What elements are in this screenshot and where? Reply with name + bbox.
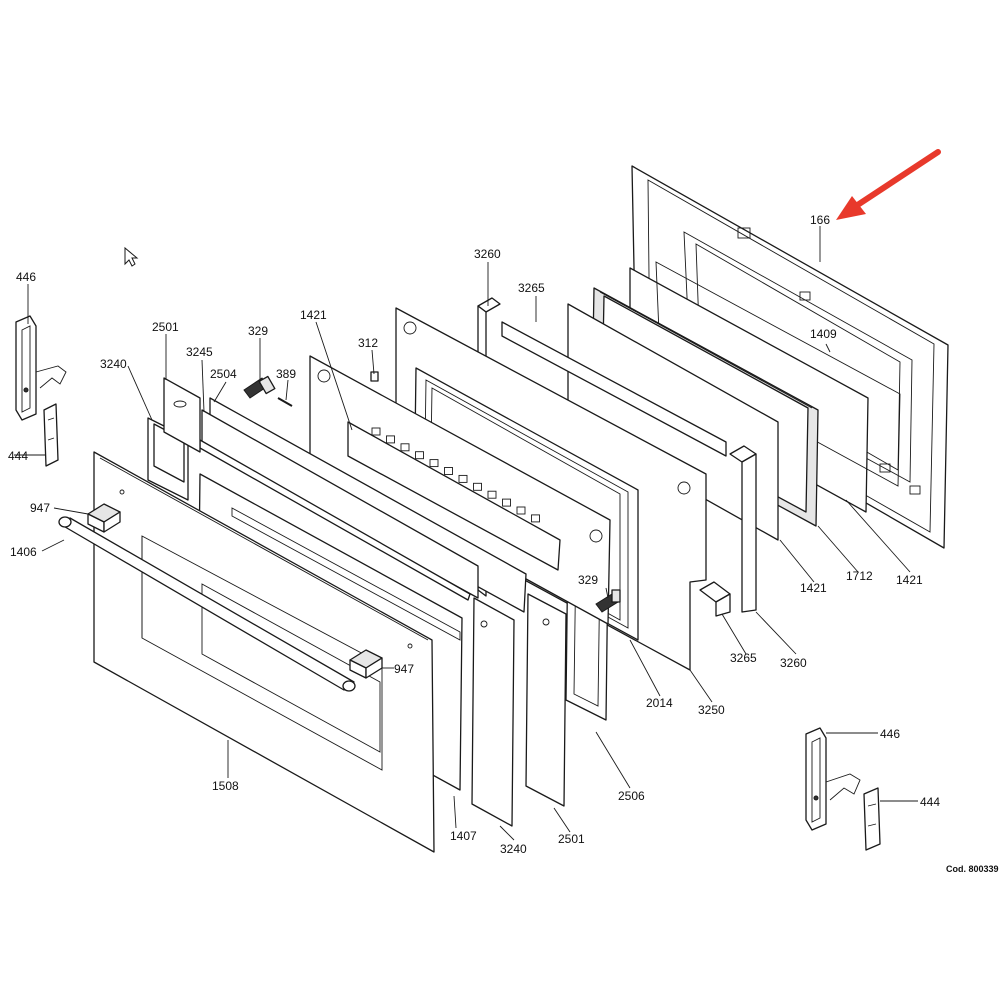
part-444-hinge-bracket-right [863,787,881,851]
leader-lines [14,226,918,841]
label-3260-top: 3260 [474,247,501,261]
label-3260-bottom: 3260 [780,656,807,670]
vent-slot [415,451,424,460]
vent-slot [473,482,482,491]
vent-slot [429,459,439,468]
vent-slot [487,490,497,499]
label-947-right: 947 [394,662,414,676]
label-1508: 1508 [212,779,239,793]
label-444-right: 444 [920,795,940,809]
label-389: 389 [276,367,296,381]
label-1712: 1712 [846,569,873,583]
part-3265-rear-spacer [501,321,731,617]
label-1406: 1406 [10,545,37,559]
part-947-handle-support-right [349,649,383,679]
part-3240-center-spacer [471,597,515,827]
part-labels: 166 446 444 2501 3240 3245 2504 329 389 … [8,213,999,874]
vent-slot [386,435,395,444]
label-446-right: 446 [880,727,900,741]
label-1409: 1409 [810,327,837,341]
part-1508-outer-door [93,451,435,853]
red-pointer-arrow-icon [836,149,941,220]
label-3245: 3245 [186,345,213,359]
vent-slot [531,514,540,523]
label-3240-bottom: 3240 [500,842,527,856]
label-329-left: 329 [248,324,268,338]
part-444-hinge-bracket-left [43,403,59,467]
label-1421-rear: 1421 [896,573,923,587]
label-329-right: 329 [578,573,598,587]
part-1406-door-handle [58,516,356,692]
diagram-code: Cod. 800339 [946,864,999,874]
cursor-arrow-icon [124,246,139,267]
label-444-left: 444 [8,449,28,463]
label-1421-front: 1421 [300,308,327,322]
label-2501-left: 2501 [152,320,179,334]
label-1407: 1407 [450,829,477,843]
label-947-left: 947 [30,501,50,515]
part-329-screw-right [595,589,621,613]
part-446-hinge-right [805,727,861,831]
label-446-left: 446 [16,270,36,284]
part-2501-left-rail [163,377,201,453]
vent-slot [458,474,468,483]
vent-slot [444,467,453,475]
part-2501-right-rail [525,593,567,807]
label-1421-mid: 1421 [800,581,827,595]
vent-slot [502,498,511,507]
vent-slot [516,506,526,515]
label-2014: 2014 [646,696,673,710]
part-312-clip [370,371,379,382]
label-3265-bottom: 3265 [730,651,757,665]
label-2501-bottom: 2501 [558,832,585,846]
label-312: 312 [358,336,378,350]
label-3240-left: 3240 [100,357,127,371]
label-2506: 2506 [618,789,645,803]
vent-slot [400,443,410,452]
label-3250: 3250 [698,703,725,717]
vent-slot [371,427,381,436]
label-3265-top: 3265 [518,281,545,295]
part-329-screw-left [243,375,276,399]
part-446-hinge-left [15,315,67,421]
label-166: 166 [810,213,830,227]
part-389-pin [277,397,293,407]
part-947-handle-support-left [87,503,121,533]
label-2504: 2504 [210,367,237,381]
